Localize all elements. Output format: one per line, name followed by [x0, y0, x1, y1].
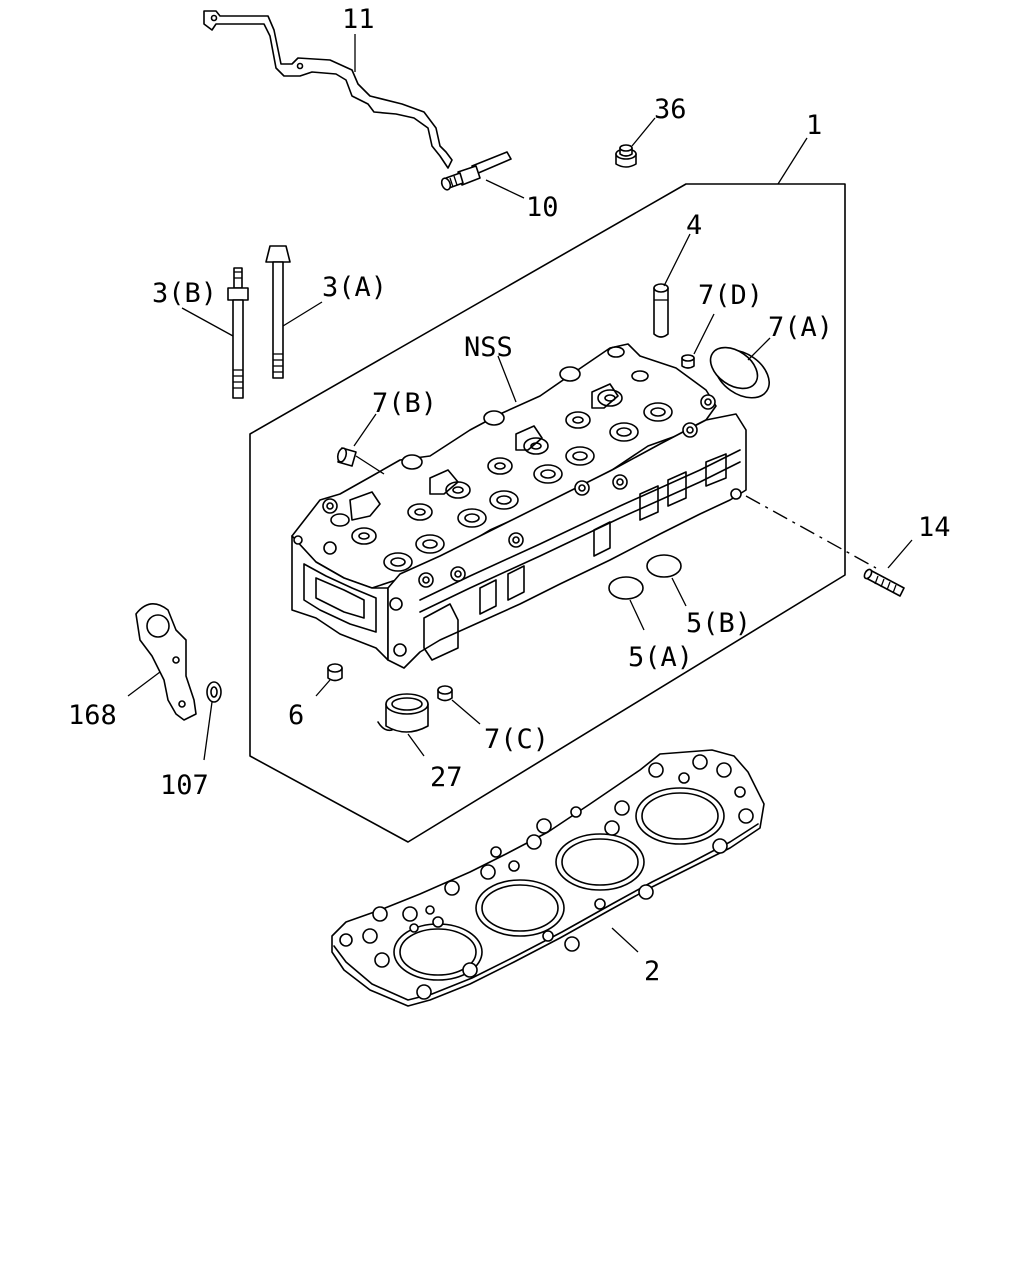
- callout-7b: 7(B): [372, 388, 437, 419]
- part-10-sensor: [440, 151, 512, 191]
- callout-11: 11: [342, 4, 375, 35]
- callout-labels: 11 36 1 10 4 3(B) 3(A) 7(D) 7(A) NSS 7(B…: [68, 4, 951, 987]
- part-14-stud: [863, 568, 905, 597]
- part-7b-plug: [336, 447, 357, 467]
- part-7a-plug: [709, 346, 770, 399]
- part-168-bracket: [135, 603, 197, 721]
- part-11-bracket: [203, 10, 453, 169]
- callout-4: 4: [686, 210, 702, 241]
- assembly-frame: [249, 183, 846, 843]
- callout-3a: 3(A): [322, 272, 387, 303]
- gasket-bolt-holes: [339, 754, 754, 1000]
- part-5a-oring: [608, 576, 644, 600]
- part-27-cup: [377, 693, 429, 733]
- callout-nss: NSS: [464, 332, 513, 363]
- callout-6: 6: [288, 700, 304, 731]
- callout-168: 168: [68, 700, 117, 731]
- callout-107: 107: [160, 770, 209, 801]
- callout-7c: 7(C): [484, 724, 549, 755]
- callout-10: 10: [526, 192, 559, 223]
- part-5b-oring: [646, 554, 682, 578]
- callout-14: 14: [918, 512, 951, 543]
- part-4-valve-guide: [653, 283, 669, 338]
- part-7d-plug: [681, 354, 695, 369]
- callout-3b: 3(B): [152, 278, 217, 309]
- part-3b-bolt: [227, 267, 249, 399]
- gasket-cylinder-bores: [393, 787, 725, 981]
- part-2-gasket: [331, 749, 765, 1007]
- callout-36: 36: [654, 94, 687, 125]
- part-107-washer: [206, 681, 222, 703]
- callout-5a: 5(A): [628, 642, 693, 673]
- callout-27: 27: [430, 762, 463, 793]
- part-7c-plug: [437, 685, 453, 702]
- leader-lines: [127, 34, 913, 953]
- callout-7d: 7(D): [698, 280, 763, 311]
- part-3a-bolt: [265, 245, 291, 379]
- part-14-assembly-line: [745, 495, 877, 569]
- callout-2: 2: [644, 956, 660, 987]
- callout-7a: 7(A): [768, 312, 833, 343]
- part-36-cap: [615, 144, 637, 168]
- callout-5b: 5(B): [686, 608, 751, 639]
- cylinder-head-body: [291, 343, 747, 669]
- callout-1: 1: [806, 110, 822, 141]
- part-6-dowel: [327, 663, 343, 682]
